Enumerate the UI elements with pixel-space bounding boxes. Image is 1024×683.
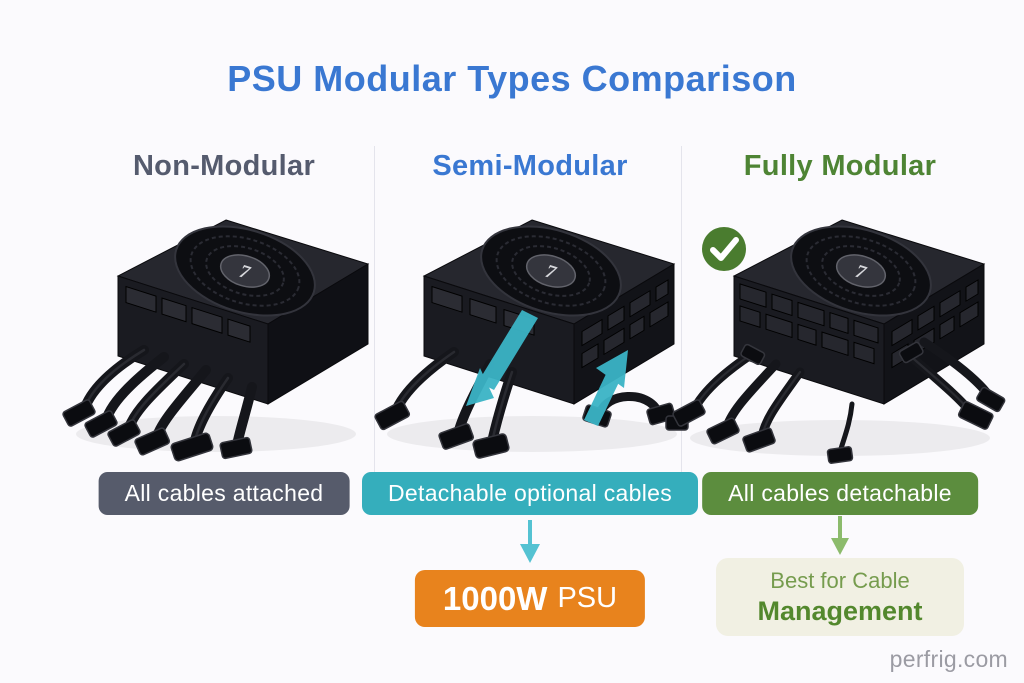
- checkmark-icon: [702, 227, 746, 271]
- label-all-cables-detachable: All cables detachable: [702, 472, 978, 515]
- column-semi-modular: Semi-Modular 7: [362, 150, 698, 680]
- wattage-value: 1000W: [442, 579, 548, 617]
- page-title: PSU Modular Types Comparison: [227, 58, 797, 99]
- cable-management-callout: Best for Cable Management: [716, 558, 964, 636]
- column-fully-modular: Fully Modular 7: [672, 150, 1008, 680]
- psu-semi-modular-illustration: 7: [374, 219, 689, 459]
- column-title-fully-modular: Fully Modular: [743, 150, 937, 182]
- wattage-unit: PSU: [557, 582, 618, 614]
- psu-wattage-callout: 1000W PSU: [414, 570, 646, 627]
- column-title-non-modular: Non-Modular: [132, 150, 316, 182]
- psu-non-modular-illustration: 7: [62, 219, 370, 462]
- column-divider: [681, 146, 682, 472]
- watermark: perfrig.com: [889, 646, 1008, 672]
- attach-arrow-icon: [584, 350, 628, 426]
- callout-line-2: Management: [757, 595, 923, 626]
- column-title-semi-modular: Semi-Modular: [432, 150, 628, 182]
- fan-icon: 7: [790, 225, 932, 317]
- down-arrow-icon: [520, 520, 540, 563]
- fan-icon: 7: [174, 225, 316, 317]
- down-arrow-icon: [831, 516, 849, 555]
- label-all-cables-attached: All cables attached: [98, 472, 350, 515]
- callout-line-1: Best for Cable: [770, 568, 910, 594]
- column-non-modular: Non-Modular 7: [56, 150, 392, 680]
- column-divider: [374, 146, 375, 472]
- psu-fully-modular-illustration: 7: [672, 219, 1006, 464]
- label-detachable-optional-cables: Detachable optional cables: [362, 472, 698, 515]
- fan-icon: 7: [480, 225, 622, 317]
- detach-arrow-icon: [466, 310, 538, 406]
